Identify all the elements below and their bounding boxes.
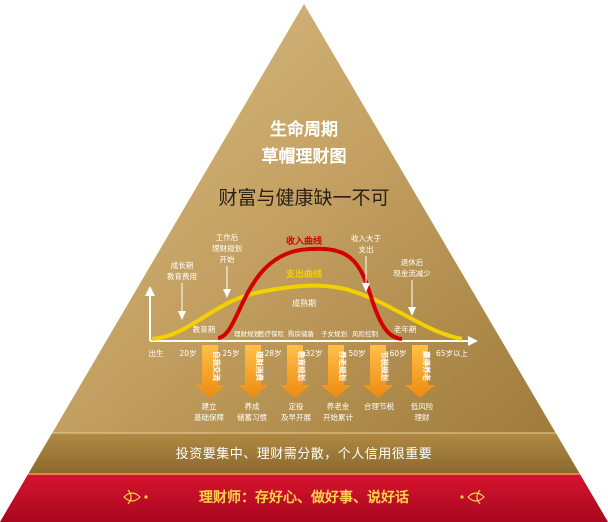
age-label: 20岁 <box>179 348 196 358</box>
old-age-stage-label: 老年期 <box>394 324 417 334</box>
result-line: 建立 <box>202 401 217 411</box>
callout-line: 支出 <box>359 244 374 254</box>
stage-label: 风险控制 <box>352 329 379 338</box>
callout-line: 教育费用 <box>167 271 197 281</box>
callout-line: 理财规划 <box>212 243 242 253</box>
callout-line: 成长期 <box>171 260 194 270</box>
age-label: 60岁 <box>389 348 406 358</box>
age-label: 65岁以上 <box>436 348 469 358</box>
title-line1: 生命周期 <box>270 119 338 140</box>
callout-line: 开始 <box>220 254 235 264</box>
stage-label: 医疗保险 <box>258 329 285 338</box>
callout-retirement: 退休后 现金流减少 <box>393 257 431 316</box>
result-line: 合理节税 <box>364 401 394 411</box>
y-axis-arrowhead <box>145 286 155 296</box>
expense-curve <box>151 283 463 341</box>
planning-arrow: 赢得养老 <box>405 345 435 398</box>
callout-line: 退休后 <box>401 257 424 267</box>
age-axis-labels: 出生 20岁 25岁 28岁 32岁 50岁 60岁 65岁以上 <box>149 348 469 358</box>
footer-banner <box>0 473 608 522</box>
stage-labels: 理财规划 医疗保险 购房储备 子女规划 风险控制 <box>234 329 379 338</box>
result-line: 养成 <box>245 401 260 411</box>
stage-label: 理财规划 <box>234 329 260 338</box>
income-curve-label: 收入曲线 <box>286 235 322 247</box>
subtitle: 财富与健康缺一不可 <box>218 187 389 209</box>
callout-line: 工作后 <box>216 232 239 242</box>
age-label: 25岁 <box>222 348 239 358</box>
arrow-label: 养老规划 <box>338 350 348 381</box>
planning-arrows: 自我交流 理财消费 教育规划 养老规划 节税规划 赢得养老 <box>195 345 435 398</box>
income-curve <box>217 246 403 341</box>
arrow-label: 赢得养老 <box>422 351 432 381</box>
stage-label: 子女规划 <box>321 329 347 338</box>
stage-label: 购房储备 <box>288 329 315 338</box>
banner-ornament-left-icon <box>123 489 148 505</box>
result-line: 及早开展 <box>281 413 311 422</box>
x-axis-arrowhead <box>468 336 478 346</box>
age-label: 50岁 <box>348 348 365 358</box>
pyramid-background <box>0 4 608 522</box>
expense-curve-label: 支出曲线 <box>285 268 322 280</box>
callout-work-start: 工作后 理财规划 开始 <box>212 232 242 298</box>
result-line: 开始累计 <box>323 412 353 422</box>
result-line: 定投 <box>289 401 304 411</box>
result-line: 基础保障 <box>194 412 224 422</box>
callout-line: 收入大于 <box>351 233 381 243</box>
mature-stage-label: 成熟期 <box>292 298 316 308</box>
planning-arrow: 节税规划 <box>363 345 393 398</box>
age-label: 32岁 <box>305 348 322 358</box>
result-line: 储蓄习惯 <box>237 412 267 422</box>
callout-income-surplus: 收入大于 支出 <box>351 233 381 292</box>
arrow-label: 教育规划 <box>297 350 307 381</box>
result-line: 理财 <box>415 412 430 422</box>
arrow-label: 节税规划 <box>380 351 390 381</box>
planning-arrow: 养老规划 <box>321 345 351 398</box>
arrow-label: 理财消费 <box>255 351 265 381</box>
banner-ornament-right-icon <box>460 489 485 505</box>
planning-arrow: 自我交流 <box>195 345 225 398</box>
result-line: 养老金 <box>327 401 350 411</box>
callout-line: 现金流减少 <box>393 268 431 278</box>
callout-growth: 成长期 教育费用 <box>167 260 197 320</box>
planning-arrow: 教育规划 <box>280 345 310 398</box>
age-label: 28岁 <box>264 348 281 358</box>
title-line2: 草帽理财图 <box>262 146 347 167</box>
planning-arrow: 理财消费 <box>238 345 268 398</box>
age-label: 出生 <box>149 348 164 358</box>
planning-results: 建立 基础保障 养成 储蓄习惯 定投 及早开展 养老金 开始累计 合理节税 低风… <box>194 401 434 422</box>
arrow-label: 自我交流 <box>212 351 222 381</box>
banner-text: 理财师：存好心、做好事、说好话 <box>199 489 409 506</box>
education-stage-label: 教育期 <box>193 324 216 334</box>
motto-text: 投资要集中、理财需分散，个人信用很重要 <box>176 446 433 462</box>
motto-band <box>0 433 608 473</box>
result-line: 低风险 <box>411 401 434 411</box>
